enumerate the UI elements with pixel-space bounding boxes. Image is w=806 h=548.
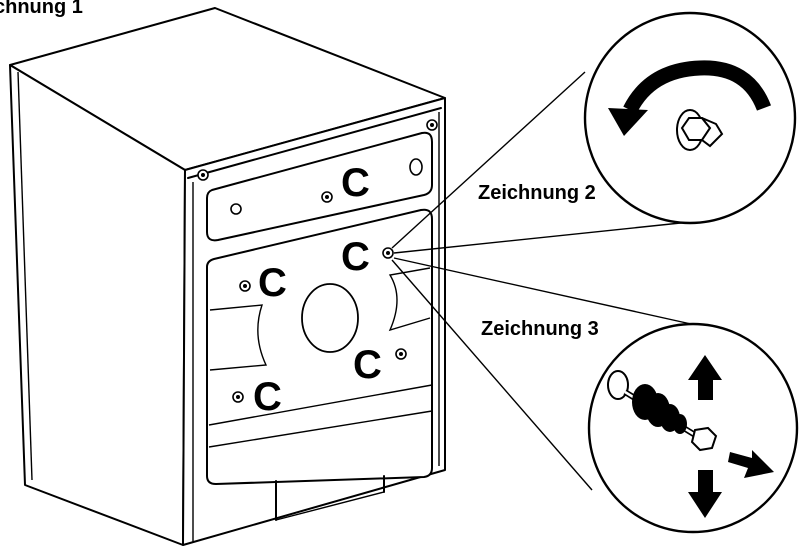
marker-top-panel: C [341, 161, 370, 205]
rotate-arrow-icon [623, 60, 772, 114]
cabinet-side-edge [17, 71, 33, 481]
drawing-3-label: Zeichnung 3 [481, 318, 599, 340]
leader-3-lower [391, 259, 593, 491]
leader-lines [391, 71, 701, 491]
front-top-rim [187, 107, 442, 179]
left-cutout [209, 304, 268, 371]
screw-left-lower [232, 391, 244, 403]
screw-left-upper [239, 280, 251, 292]
drawer-bottom [275, 491, 385, 521]
top-control-panel [206, 131, 433, 242]
marker-upper-right: C [341, 235, 370, 279]
detail-drawing-2 [583, 11, 797, 225]
leader-2-upper [391, 71, 586, 249]
arrow-right-icon [728, 450, 774, 478]
detail-drawing-3 [587, 322, 799, 534]
drawing-2-label: Zeichnung 2 [478, 182, 596, 204]
panel-band-lower [208, 410, 433, 448]
panel-knob-right [409, 158, 423, 176]
arrow-up-icon [688, 355, 722, 400]
screw-lower-right [395, 348, 407, 360]
bolt-head-side [700, 117, 724, 148]
corner-screw-left [197, 169, 209, 181]
arrow-down-icon [688, 470, 722, 518]
detail-3-circle [587, 322, 799, 534]
spacer-washer [607, 370, 629, 400]
screw-upper-right [382, 247, 394, 259]
spacer-ring-4 [673, 414, 687, 434]
marker-left-lower: C [253, 375, 282, 419]
marker-left-upper: C [258, 261, 287, 305]
leader-3-upper [393, 257, 701, 327]
drawing-1-label: chnung 1 [0, 0, 83, 18]
rotate-arrowhead-icon [608, 108, 648, 136]
center-opening [301, 283, 359, 353]
panel-band-upper [208, 384, 433, 426]
appliance-body: C C C C C [9, 7, 446, 546]
top-panel-screw [321, 191, 333, 203]
marker-lower-right: C [353, 343, 382, 387]
corner-screw-right [426, 119, 438, 131]
panel-knob-left [230, 203, 242, 215]
spacer-nut [690, 426, 718, 452]
leader-2-lower [393, 221, 691, 254]
right-cutout [388, 267, 431, 332]
